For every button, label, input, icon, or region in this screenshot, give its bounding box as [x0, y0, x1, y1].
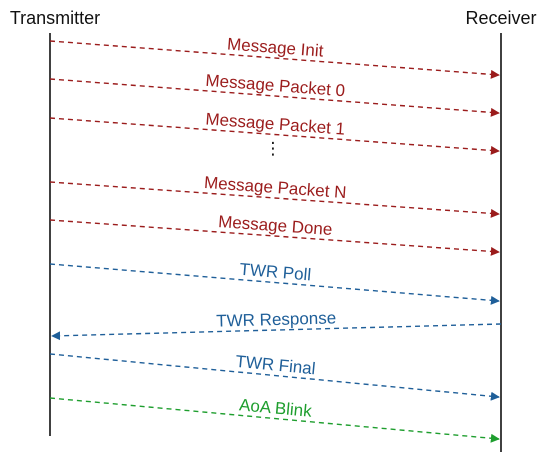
- message-arrow: [49, 117, 500, 155]
- message-arrow: [49, 263, 500, 305]
- ellipsis-marker: ⋮: [265, 139, 282, 158]
- message-label: Message Done: [218, 212, 333, 239]
- message-label: TWR Final: [235, 352, 317, 379]
- message-arrow: [49, 181, 500, 218]
- message-label: Message Init: [227, 34, 325, 60]
- receiver-label: Receiver: [465, 8, 536, 28]
- message-arrow: [49, 78, 500, 117]
- transmitter-label: Transmitter: [10, 8, 100, 28]
- message-arrow: [49, 40, 500, 79]
- message-arrow: [51, 323, 502, 341]
- message-arrow: [49, 397, 500, 443]
- message-label: AoA Blink: [238, 395, 313, 421]
- message-arrow: [49, 353, 500, 401]
- message-label: TWR Response: [216, 308, 336, 330]
- message-arrow: [49, 219, 500, 256]
